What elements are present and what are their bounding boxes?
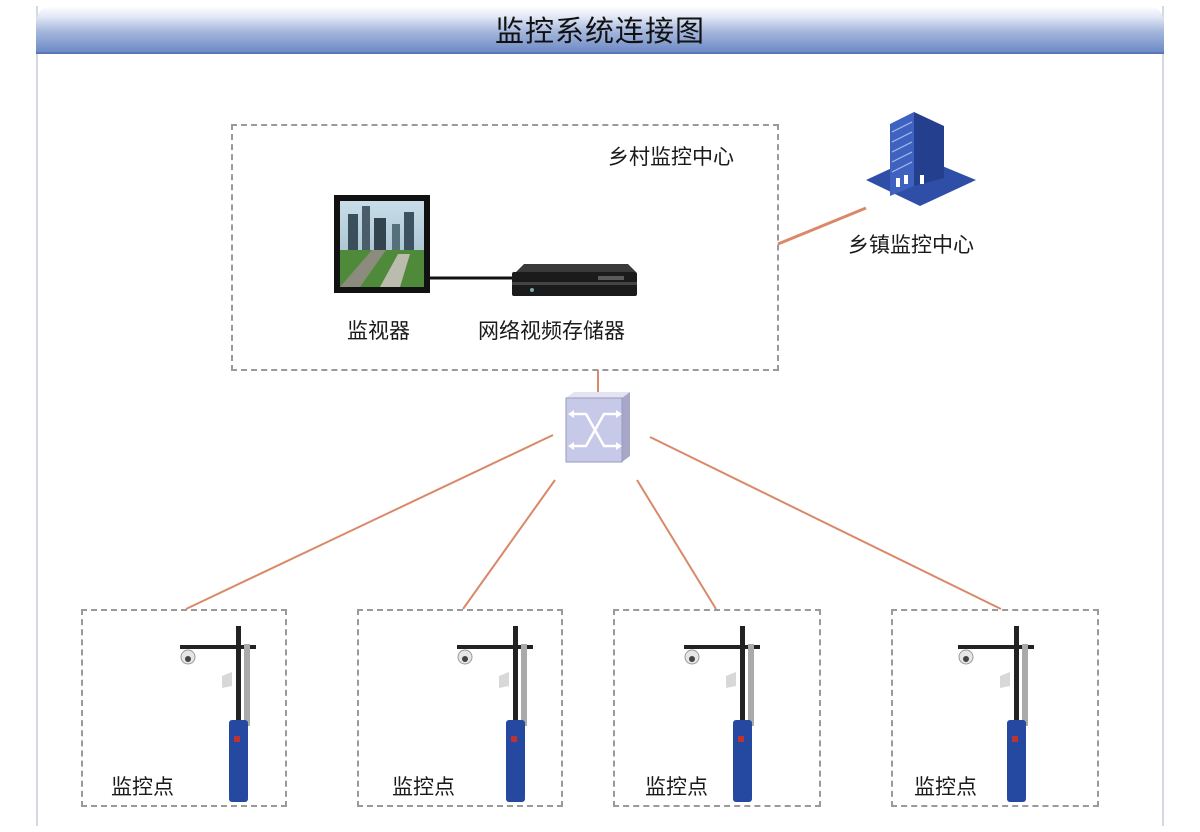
camera-pole-icon-1: [180, 626, 256, 802]
camera-pole-icon-3: [684, 626, 760, 802]
monitor-point-label-2: 监控点: [392, 775, 455, 799]
monitor-point-label-4: 监控点: [914, 775, 977, 799]
village-center-box: [231, 124, 779, 371]
monitor-point-box-1: [81, 609, 287, 807]
monitor-point-label-1: 监控点: [111, 775, 174, 799]
camera-pole-icon-4: [958, 626, 1034, 802]
diagram-title: 监控系统连接图: [494, 14, 705, 48]
link-point-1: [185, 434, 554, 610]
title-bar: 监控系统连接图: [36, 6, 1164, 54]
monitor-point-box-4: [891, 609, 1099, 807]
link-town-center: [777, 206, 867, 246]
camera-pole-icon-2: [457, 626, 533, 802]
monitor-point-box-2: [357, 609, 563, 807]
link-point-4: [649, 436, 1002, 610]
link-point-3: [636, 479, 717, 610]
village-center-label: 乡村监控中心: [608, 145, 734, 169]
diagram-frame: [36, 6, 1164, 826]
monitor-point-label-3: 监控点: [645, 775, 708, 799]
nvr-label: 网络视频存储器: [478, 319, 625, 343]
town-center-label: 乡镇监控中心: [848, 233, 974, 257]
monitor-point-box-3: [613, 609, 821, 807]
monitor-label: 监视器: [347, 319, 410, 343]
link-point-2: [462, 479, 556, 610]
